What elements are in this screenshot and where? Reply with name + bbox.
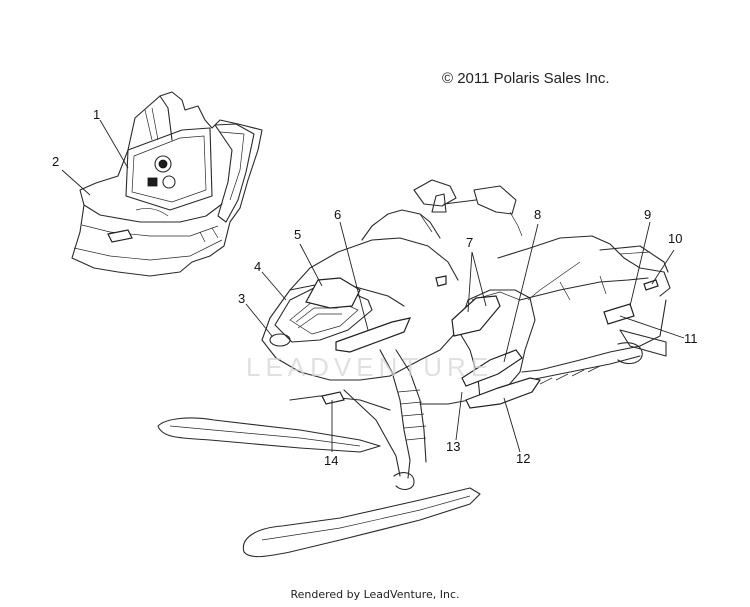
decals [305, 275, 659, 409]
watermark: LEADVENTURE [246, 352, 494, 382]
render-credit: Rendered by LeadVenture, Inc. [290, 588, 460, 601]
callout-5: 5 [294, 227, 302, 242]
console-inset [71, 91, 263, 277]
callout-7: 7 [466, 235, 474, 250]
callout-4: 4 [254, 259, 262, 274]
callout-3: 3 [238, 291, 246, 306]
callout-6: 6 [334, 207, 342, 222]
callout-10: 10 [668, 231, 683, 246]
callout-14: 14 [324, 453, 339, 468]
callout-9: 9 [644, 207, 652, 222]
callout-2: 2 [52, 154, 60, 169]
callout-11: 11 [684, 331, 698, 346]
callout-1: 1 [93, 107, 101, 122]
callout-13: 13 [446, 439, 461, 454]
leader-lines [61, 119, 685, 453]
copyright-notice: © 2011 Polaris Sales Inc. [442, 70, 610, 87]
callout-12: 12 [516, 451, 531, 466]
callout-8: 8 [534, 207, 542, 222]
